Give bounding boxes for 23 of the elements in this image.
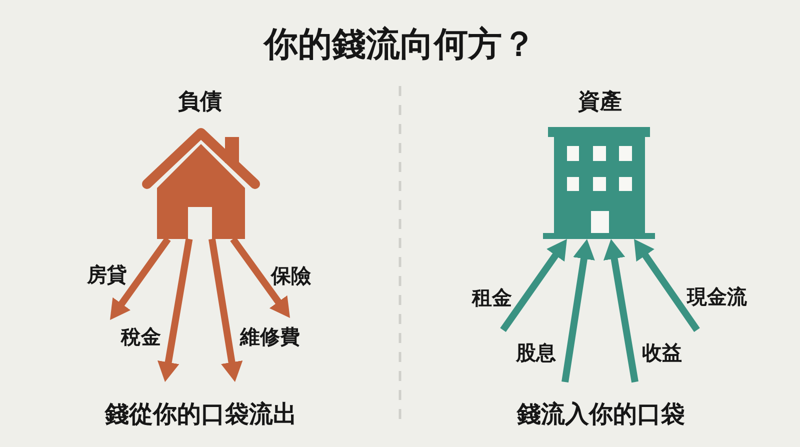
flow-caption: 錢從你的口袋流出: [105, 401, 297, 429]
edge-label: 房貸: [87, 264, 127, 286]
section-heading: 資產: [578, 89, 622, 115]
edge-label: 稅金: [121, 326, 161, 348]
edge-label: 股息: [516, 342, 556, 364]
arrow: [603, 238, 638, 383]
edge-label: 現金流: [687, 286, 747, 308]
arrow: [562, 238, 595, 383]
arrow: [158, 238, 193, 383]
office-building-icon: [543, 127, 655, 239]
edge-label: 收益: [642, 342, 682, 364]
arrow: [107, 236, 171, 322]
arrow: [500, 236, 570, 332]
diagram-title: 你的錢流向何方？: [264, 26, 536, 64]
edge-label: 維修費: [240, 326, 300, 348]
section-heading: 負債: [178, 89, 222, 115]
house-icon: [142, 128, 260, 239]
edge-label: 保險: [271, 264, 311, 288]
arrow: [631, 237, 700, 332]
edge-label: 租金: [472, 286, 512, 310]
arrow: [230, 236, 293, 320]
flow-caption: 錢流入你的口袋: [517, 401, 685, 429]
arrow: [208, 238, 243, 383]
